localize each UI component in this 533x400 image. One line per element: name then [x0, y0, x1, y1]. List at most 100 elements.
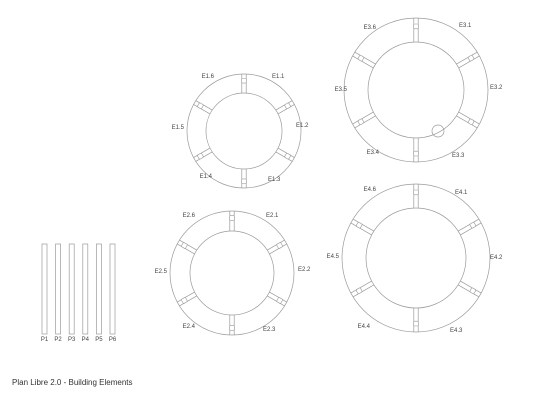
segment-opening [431, 124, 445, 138]
seam-connector [356, 287, 363, 294]
seam-connector [284, 153, 291, 160]
segment-seam [460, 222, 482, 236]
seam-connector [229, 215, 235, 221]
segment-seam [177, 243, 195, 255]
seam-connector [413, 320, 419, 327]
ring-inner-edge [367, 41, 465, 139]
segment-label-e4-3: E4.3 [450, 328, 463, 334]
seam-connector [357, 55, 365, 62]
segment-seam [456, 51, 478, 65]
seam-connector [469, 222, 476, 229]
segment-seam [350, 222, 372, 236]
seam-connector [469, 287, 476, 294]
seam-connector [357, 118, 365, 125]
post-p2 [55, 243, 61, 335]
seam-connector [197, 153, 204, 160]
segment-label-e1-3: E1.3 [268, 177, 281, 183]
seam-connector [467, 55, 475, 62]
segment-label-e1-5: E1.5 [172, 125, 185, 131]
seam-connector [241, 77, 247, 84]
post-p4 [82, 243, 89, 335]
ring-outer-edge [169, 210, 295, 336]
ring-e1: E1.1E1.2E1.3 E1.4 E1.5 E1.6 [172, 73, 309, 189]
segment-seam [350, 280, 372, 294]
segment-label-e3-5: E3.5 [335, 87, 348, 93]
segment-label-e2-2: E2.2 [298, 267, 311, 273]
segment-seam [458, 284, 480, 298]
segment-label-e2-4: E2.4 [183, 324, 196, 330]
segment-seam [193, 104, 211, 115]
segment-seam [179, 239, 197, 251]
segment-seam [177, 291, 195, 303]
segment-label-e4-5: E4.5 [327, 254, 340, 260]
seam-connector [276, 242, 283, 249]
post-label: P3 [68, 337, 76, 343]
drawing-caption: Plan Libre 2.0 - Building Elements [12, 378, 133, 387]
segment-label-e3-1: E3.1 [459, 23, 472, 29]
post-p5 [96, 243, 102, 335]
segment-label-e1-6: E1.6 [202, 74, 215, 80]
seam-connector [276, 297, 283, 304]
post-p3 [68, 243, 75, 335]
seam-connector [356, 222, 363, 229]
ring-outer-edge [341, 183, 491, 333]
seam-connector [467, 118, 475, 125]
seam-connector [181, 242, 188, 249]
seam-connector [413, 189, 419, 196]
post-label: P5 [95, 337, 103, 343]
segment-seam [352, 55, 374, 69]
ring-e2: E2.1E2.2E2.3 E2.4 E2.5 E2.6 [155, 210, 311, 336]
segment-seam [269, 291, 287, 303]
segment-seam [277, 147, 295, 158]
segment-label-e2-3: E2.3 [263, 327, 276, 333]
segment-seam [269, 243, 287, 255]
ring-inner-edge [189, 230, 275, 316]
seam-connector [197, 102, 204, 109]
segment-seam [267, 239, 285, 251]
post-label: P2 [54, 337, 62, 343]
segment-label-e3-6: E3.6 [364, 25, 377, 31]
ring-outer-edge [343, 17, 489, 163]
post-p6 [109, 243, 116, 335]
segment-seam [352, 111, 374, 125]
segment-label-e3-2: E3.2 [490, 85, 503, 91]
segment-seam [195, 151, 213, 162]
segment-label-e2-1: E2.1 [266, 213, 279, 219]
segment-seam [460, 280, 482, 294]
post-label: P1 [41, 337, 49, 343]
seam-connector [413, 23, 419, 30]
segment-label-e4-1: E4.1 [455, 190, 468, 196]
seam-connector [284, 102, 291, 109]
segment-label-e4-6: E4.6 [364, 187, 377, 193]
segment-seam [354, 115, 376, 129]
segment-label-e1-1: E1.1 [272, 74, 285, 80]
segment-label-e2-5: E2.5 [155, 269, 168, 275]
seam-connector [229, 325, 235, 331]
segment-label-e1-2: E1.2 [296, 123, 309, 129]
ring-inner-edge [365, 207, 467, 309]
segment-seam [458, 218, 480, 232]
segment-seam [456, 115, 478, 129]
segment-seam [458, 111, 480, 125]
segment-seam [195, 100, 213, 111]
segment-seam [267, 295, 285, 307]
ring-inner-edge [205, 92, 283, 170]
ring-e3: E3.1E3.2E3.3 E3.4 E3.5 E3.6 [335, 17, 503, 163]
segment-seam [352, 218, 374, 232]
seam-connector [241, 178, 247, 185]
segment-label-e4-4: E4.4 [358, 324, 371, 330]
segment-seam [179, 295, 197, 307]
segment-label-e2-6: E2.6 [183, 213, 196, 219]
ring-e4: E4.1E4.2E4.3E4.4E4.5E4.6 [327, 183, 503, 334]
segment-label-e3-4: E3.4 [367, 150, 380, 156]
segment-seam [354, 51, 376, 65]
segment-label-e3-3: E3.3 [452, 153, 465, 159]
seam-connector [413, 150, 419, 157]
segment-seam [275, 100, 293, 111]
segment-label-e1-4: E1.4 [200, 174, 213, 180]
post-label: P6 [109, 337, 117, 343]
seam-connector [181, 297, 188, 304]
segment-seam [458, 55, 480, 69]
